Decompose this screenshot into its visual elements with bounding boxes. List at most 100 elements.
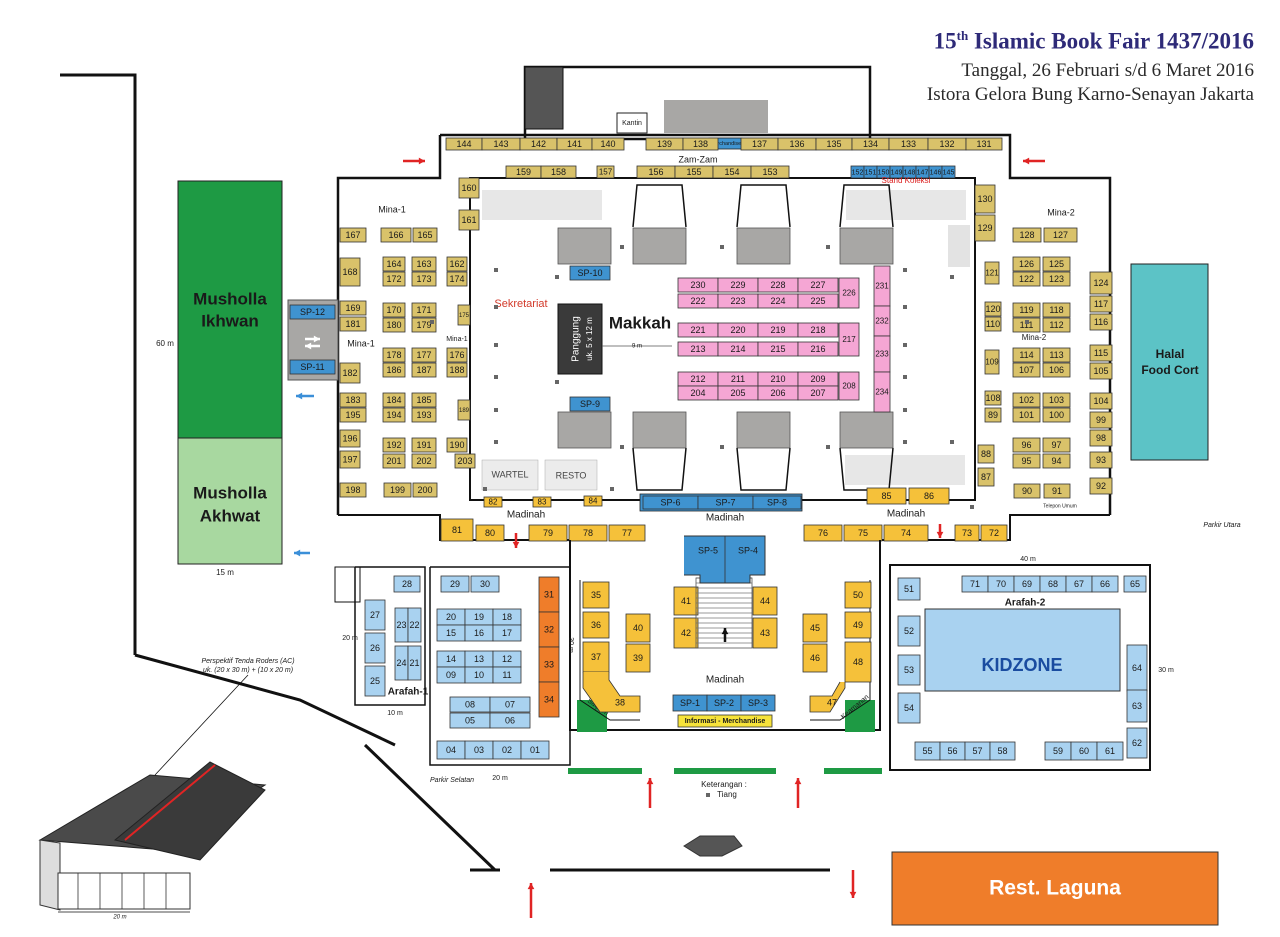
- booth-label-201: 201: [386, 456, 401, 466]
- booth-label-105: 105: [1093, 366, 1108, 376]
- booth-label-SP-10: SP-10: [577, 268, 602, 278]
- booth-label-143: 143: [493, 139, 508, 149]
- booth-label-191: 191: [416, 440, 431, 450]
- booth-label-123: 123: [1049, 274, 1064, 284]
- booth-181: [339, 316, 367, 332]
- booth-82: [483, 496, 503, 508]
- booth-180: [382, 317, 406, 333]
- flow-arrow-icon: [512, 533, 520, 548]
- booth-123: [1042, 271, 1071, 287]
- booth-label-168: 168: [342, 267, 357, 277]
- booth-125: [1042, 256, 1071, 272]
- booth-label-sp5: SP-5: [698, 545, 718, 555]
- booth-167: [339, 227, 367, 243]
- booth-label-158: 158: [551, 167, 566, 177]
- booth-91: [1043, 483, 1071, 499]
- booth-78: [568, 524, 608, 542]
- booth-21: [407, 645, 422, 681]
- dimension-label-9m: 9 m: [632, 344, 642, 350]
- booth-93: [1089, 451, 1113, 469]
- booth-label-104: 104: [1093, 396, 1108, 406]
- booth-label-58: 58: [997, 746, 1007, 756]
- panggung-label: Panggung: [571, 316, 582, 362]
- booth-197: [339, 450, 361, 469]
- booth-label-SP-11: SP-11: [300, 362, 324, 372]
- booth-label-187: 187: [416, 365, 431, 375]
- booth-178: [382, 347, 406, 363]
- hall-pillar-block: [632, 411, 687, 449]
- booth-83: [532, 496, 552, 508]
- booth-87: [977, 467, 995, 487]
- mina1-top-label: Mina-1: [378, 204, 406, 214]
- booth-label-173: 173: [416, 274, 431, 284]
- booth-label-48: 48: [853, 657, 863, 667]
- entrance-green: [824, 768, 882, 774]
- booth-63: [1126, 689, 1148, 723]
- exit-arrow-icon: [849, 870, 857, 898]
- booth-label-39: 39: [633, 653, 643, 663]
- booth-label-152: 152: [852, 169, 864, 176]
- booth-label-79: 79: [543, 528, 553, 538]
- booth-label-144: 144: [456, 139, 471, 149]
- booth-202: [411, 453, 437, 469]
- booth-label-199: 199: [390, 485, 405, 495]
- booth-label-54: 54: [904, 703, 914, 713]
- booth-label-17: 17: [502, 628, 512, 638]
- booth-label-130: 130: [977, 194, 992, 204]
- booth-label-107: 107: [1019, 365, 1034, 375]
- booth-label-SP-2: SP-2: [714, 698, 734, 708]
- booth-label-216: 216: [810, 344, 825, 354]
- booth-label-70: 70: [996, 579, 1006, 589]
- booth-label-160: 160: [461, 183, 476, 193]
- musholla-ikhwan-label2: Ikhwan: [201, 311, 259, 330]
- swap-arrow-icon: [305, 335, 320, 343]
- tent-wall-shape: [39, 839, 61, 911]
- booth-62: [1126, 727, 1148, 759]
- booth-37: [582, 641, 610, 673]
- booth-label-28: 28: [402, 579, 412, 589]
- booth-label-SP-8: SP-8: [767, 497, 787, 507]
- booth-117: [1089, 295, 1113, 313]
- booth-92: [1089, 477, 1113, 495]
- booth-label-189: 189: [459, 408, 470, 414]
- booth-40: [625, 613, 651, 643]
- page-title: 15th Islamic Book Fair 1437/2016: [933, 28, 1254, 54]
- booth-118: [1042, 302, 1071, 318]
- booth-107: [1012, 362, 1041, 378]
- tent-entrance: [334, 566, 361, 603]
- booth-label-SP-12: SP-12: [300, 307, 325, 317]
- booth-95: [1012, 453, 1041, 469]
- booth-127: [1043, 227, 1078, 243]
- booth-label-153: 153: [762, 167, 777, 177]
- booth-110: [984, 316, 1002, 332]
- booth-label-108: 108: [985, 393, 1000, 403]
- booth-label-212: 212: [690, 374, 705, 384]
- resto-box: [544, 459, 598, 491]
- entrance-arrow-icon: [527, 883, 535, 918]
- booth-177: [411, 347, 437, 363]
- booth-38-shape: [582, 672, 641, 713]
- booth-173: [411, 271, 437, 287]
- booth-label-27: 27: [370, 610, 380, 620]
- booth-label-121: 121: [985, 269, 999, 278]
- booth-53: [897, 654, 921, 686]
- hall-gray-panel: [948, 225, 970, 267]
- hall-wall: [338, 514, 570, 541]
- musholla-akhwat-label2: Akhwat: [200, 506, 261, 525]
- entrance-arrow-icon: [794, 778, 802, 808]
- musholla-ikhwan-label: Musholla: [193, 289, 267, 308]
- top-building-gray: [664, 100, 768, 133]
- booth-label-83: 83: [538, 498, 547, 507]
- booth-174: [446, 271, 468, 287]
- booth-label-196: 196: [342, 433, 357, 443]
- booth-label-117: 117: [1094, 299, 1108, 309]
- arafah1-wall: [354, 566, 426, 706]
- booth-label-75: 75: [858, 528, 868, 538]
- resto-label: RESTO: [556, 470, 587, 480]
- booth-label-81: 81: [452, 525, 462, 535]
- booth-84: [583, 495, 603, 507]
- booth-label-172: 172: [386, 274, 401, 284]
- booth-SP-9: [569, 396, 611, 412]
- booth-106: [1042, 362, 1071, 378]
- booth-111: [1012, 317, 1041, 333]
